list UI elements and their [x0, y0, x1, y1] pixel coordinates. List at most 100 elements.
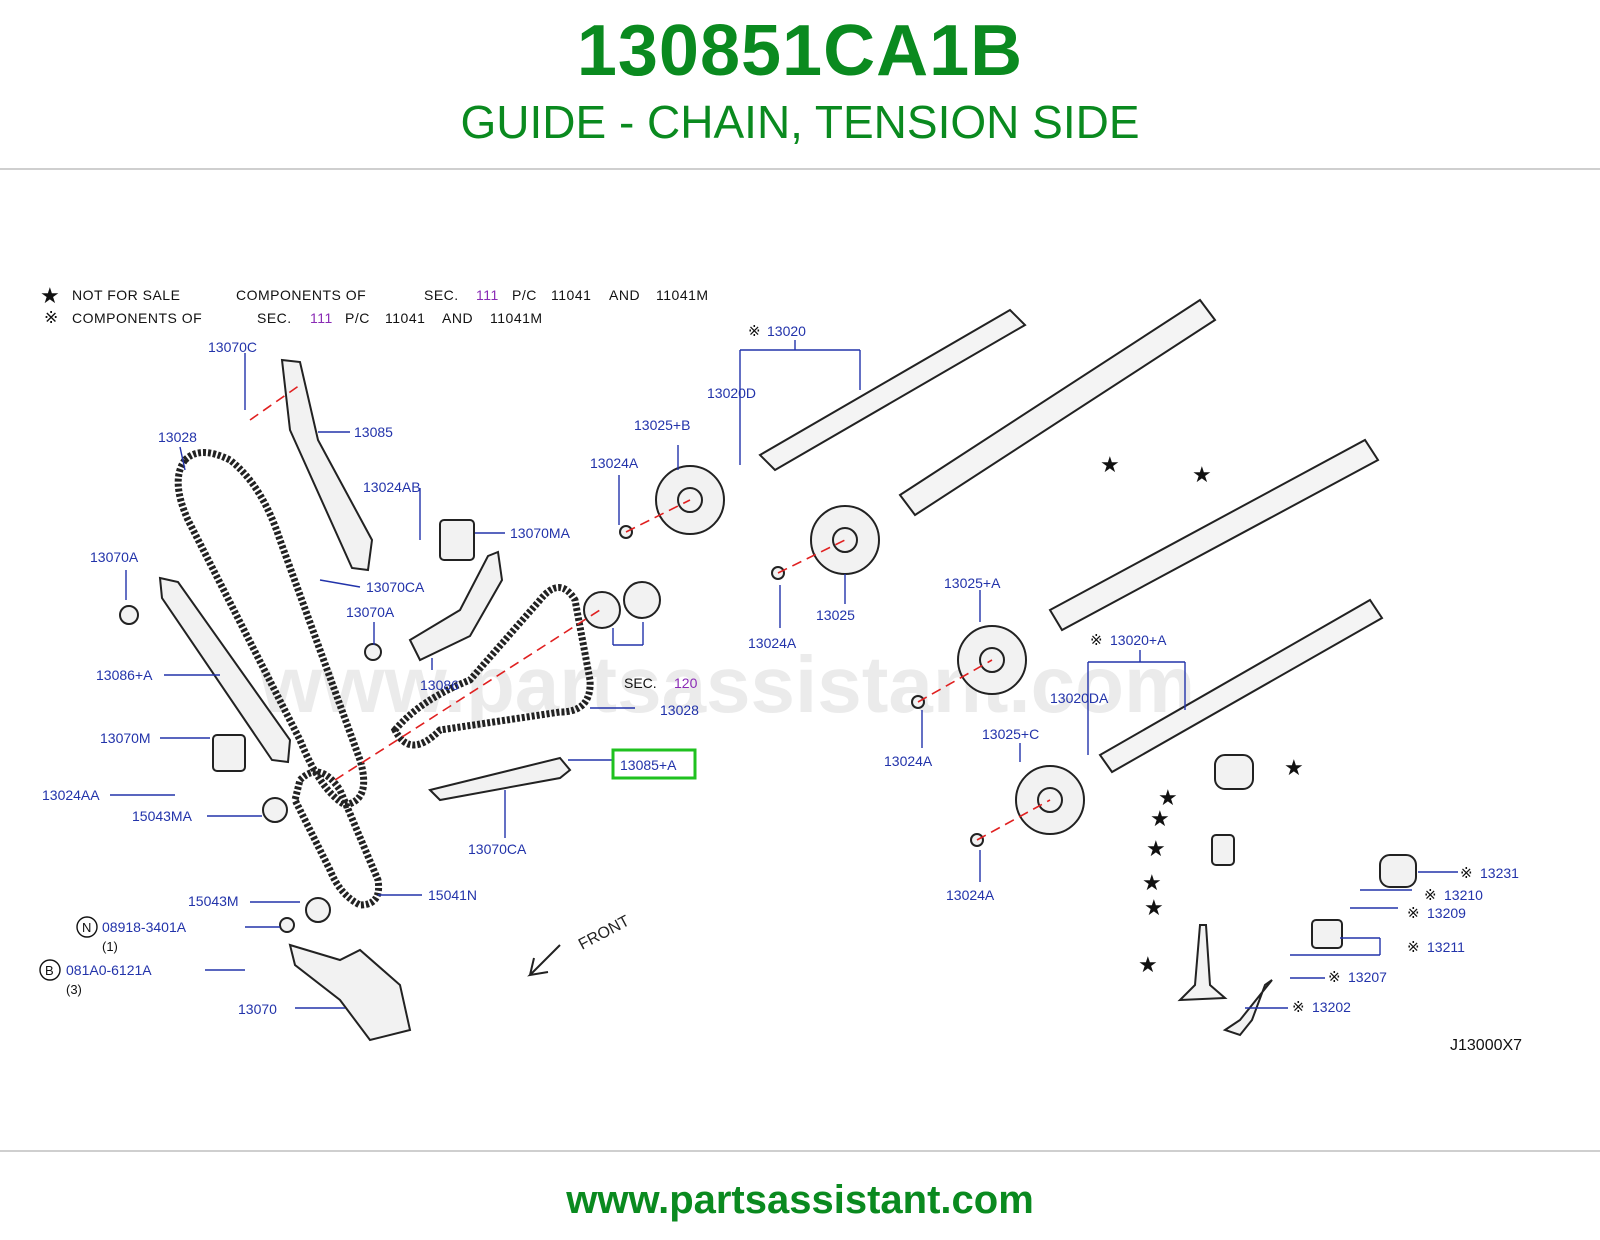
- label-13086-plus-A[interactable]: 13086+A: [96, 667, 153, 683]
- star-icon: ★: [1144, 895, 1164, 920]
- badge-b-letter: B: [45, 963, 54, 978]
- bracket-13070: [288, 943, 412, 1042]
- ref-mark-icon: ※: [44, 308, 58, 327]
- ref-mark-icon: ※: [1292, 999, 1305, 1016]
- lifter-13231: [1379, 854, 1417, 888]
- ref-mark-icon: ※: [1424, 887, 1437, 904]
- note-and: AND: [609, 287, 640, 303]
- label-13020DA[interactable]: 13020DA: [1050, 690, 1109, 706]
- label-13207[interactable]: 13207: [1348, 969, 1387, 985]
- label-13024A[interactable]: 13024A: [590, 455, 639, 471]
- label-13024A-d[interactable]: 13024A: [946, 887, 995, 903]
- label-15043MA[interactable]: 15043MA: [132, 808, 193, 824]
- sec-120-label[interactable]: SEC.: [624, 675, 657, 691]
- star-icon: ★: [1146, 836, 1166, 861]
- highlight-box: [611, 748, 697, 780]
- guide-13085: [280, 358, 374, 572]
- label-13020-plus-A[interactable]: 13020+A: [1110, 632, 1167, 648]
- label-13024AA[interactable]: 13024AA: [42, 787, 100, 803]
- sprocket-sec120-b: [623, 581, 661, 619]
- label-13024A-b[interactable]: 13024A: [748, 635, 797, 651]
- label-13020D[interactable]: 13020D: [707, 385, 756, 401]
- label-15041N[interactable]: 15041N: [428, 887, 477, 903]
- sprocket-15043M: [305, 897, 331, 923]
- spring-left: [1211, 834, 1235, 866]
- label-13085-plus-A[interactable]: 13085+A: [620, 757, 677, 773]
- footer-url-link[interactable]: www.partsassistant.com: [566, 1178, 1034, 1222]
- star-icon: ★: [1284, 755, 1304, 780]
- sprocket-13025-hub: [832, 527, 858, 553]
- note-pc1: 11041: [551, 287, 591, 303]
- label-13025-plus-C[interactable]: 13025+C: [982, 726, 1039, 742]
- label-13085[interactable]: 13085: [354, 424, 393, 440]
- ref-mark-icon: ※: [1328, 969, 1341, 986]
- legend-notes: ★ NOT FOR SALE COMPONENTS OF SEC. 111 P/…: [40, 283, 708, 327]
- label-13070MA[interactable]: 13070MA: [510, 525, 571, 541]
- note-ref-and: AND: [442, 310, 473, 326]
- label-13210[interactable]: 13210: [1444, 887, 1483, 903]
- star-icon: ★: [1192, 462, 1212, 487]
- ref-mark-icon: ※: [1407, 939, 1420, 956]
- label-081A0-6121A[interactable]: 081A0-6121A: [66, 962, 152, 978]
- spring-13211: [1311, 919, 1343, 949]
- label-13231[interactable]: 13231: [1480, 865, 1519, 881]
- alignment-line-2: [249, 384, 301, 421]
- alignment-line-6: [976, 799, 1051, 841]
- label-13028-b[interactable]: 13028: [660, 702, 699, 718]
- parts-diagram: www.partsassistant.com ★ NOT FOR SALE CO…: [39, 283, 1522, 1054]
- guide-13086: [408, 550, 504, 662]
- note-components-of: COMPONENTS OF: [236, 287, 366, 303]
- label-13070M[interactable]: 13070M: [100, 730, 151, 746]
- label-13070A-b[interactable]: 13070A: [346, 604, 395, 620]
- label-13070CA-b[interactable]: 13070CA: [468, 841, 527, 857]
- label-13070C[interactable]: 13070C: [208, 339, 257, 355]
- label-13086[interactable]: 13086: [420, 677, 459, 693]
- tensioner-13070M: [212, 734, 246, 772]
- diagram-code: J13000X7: [1450, 1037, 1522, 1054]
- leader-lines: [110, 340, 1458, 1009]
- header: 130851CA1B GUIDE - CHAIN, TENSION SIDE: [0, 0, 1600, 168]
- part-labels[interactable]: 13070C 13028 13085 13024AB 13070MA 13070…: [39, 323, 1522, 1054]
- star-icon: ★: [1158, 785, 1178, 810]
- camshaft-13020: [758, 308, 1027, 472]
- tensioner-13070MA: [439, 519, 475, 561]
- ref-mark-icon: ※: [1460, 865, 1473, 882]
- timing-chain-assembly: [119, 358, 661, 1042]
- lifter-left: [1214, 754, 1254, 790]
- label-13202[interactable]: 13202: [1312, 999, 1351, 1015]
- star-icon: ★: [40, 283, 60, 308]
- label-13025[interactable]: 13025: [816, 607, 855, 623]
- label-13025-plus-B[interactable]: 13025+B: [634, 417, 690, 433]
- label-08918-3401A[interactable]: 08918-3401A: [102, 919, 187, 935]
- label-13020[interactable]: 13020: [767, 323, 806, 339]
- alignment-line-5: [917, 659, 993, 703]
- note-ref-sec-num: 111: [310, 310, 333, 326]
- label-13025-plus-A[interactable]: 13025+A: [944, 575, 1001, 591]
- note-sec: SEC.: [424, 287, 459, 303]
- label-13024AB[interactable]: 13024AB: [363, 479, 421, 495]
- note-ref-pc: P/C: [345, 310, 370, 326]
- label-15043M[interactable]: 15043M: [188, 893, 239, 909]
- label-13211[interactable]: 13211: [1427, 939, 1465, 955]
- label-13028-a[interactable]: 13028: [158, 429, 197, 445]
- secondary-chain-right: [390, 584, 594, 749]
- note-sec-num: 111: [476, 287, 499, 303]
- star-markers: ★ ★ ★ ★ ★ ★ ★ ★ ★: [1100, 452, 1304, 977]
- alignment-line-3: [625, 499, 691, 533]
- sec-120-num[interactable]: 120: [674, 675, 698, 691]
- part-description: GUIDE - CHAIN, TENSION SIDE: [460, 96, 1140, 148]
- ref-mark-icon: ※: [1407, 905, 1420, 922]
- label-13070CA[interactable]: 13070CA: [366, 579, 425, 595]
- note-ref-pc2: 11041M: [490, 310, 543, 326]
- note-not-for-sale: NOT FOR SALE: [72, 287, 180, 303]
- label-13024A-c[interactable]: 13024A: [884, 753, 933, 769]
- watermark: www.partsassistant.com: [259, 640, 1195, 729]
- star-icon: ★: [1142, 870, 1162, 895]
- star-icon: ★: [1150, 806, 1170, 831]
- badge-b-icon: [39, 959, 61, 981]
- label-13070[interactable]: 13070: [238, 1001, 277, 1017]
- valve-train: [1177, 754, 1417, 1037]
- label-13209[interactable]: 13209: [1427, 905, 1466, 921]
- sprocket-sec120-a: [583, 591, 621, 629]
- label-13070A[interactable]: 13070A: [90, 549, 139, 565]
